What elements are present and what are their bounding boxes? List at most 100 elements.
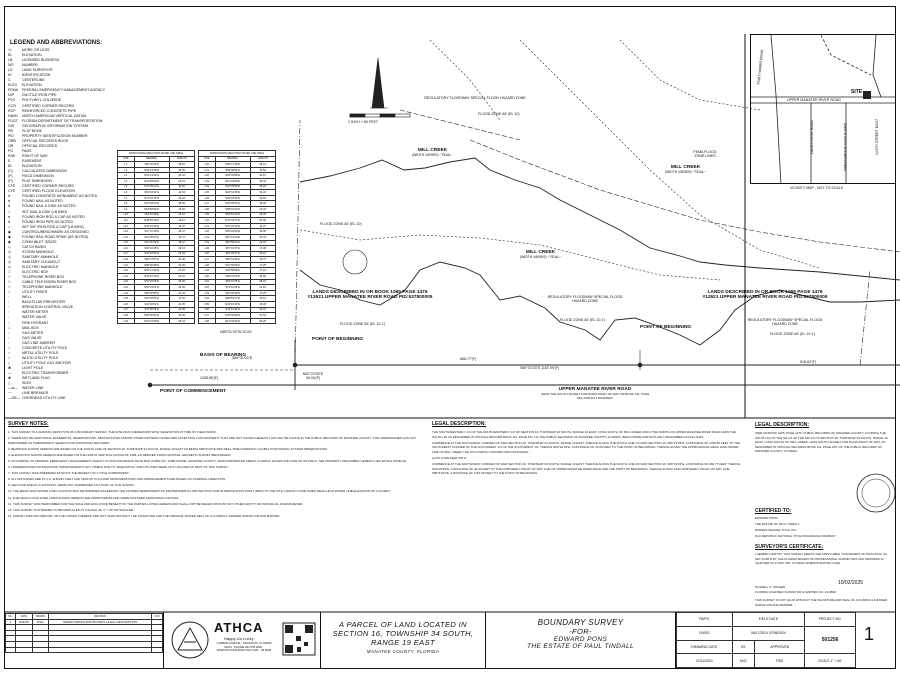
legend-text: CERTIFIED CORNER RECORD	[22, 103, 75, 108]
note-paragraph: 12. THIS SURVEY WAS PERFORMED FOR THE SO…	[8, 501, 304, 506]
floodway-label-2: REGULATORY FLOODWAY SPECIAL FLOOD HAZARD…	[547, 295, 623, 303]
note-paragraph: THE SOUTHWESTERLY 1/4 OF THE SOUTHWESTER…	[432, 430, 736, 439]
survey-notes-title: SURVEY NOTES:	[8, 421, 49, 427]
table-cell: 27.26'	[168, 267, 196, 275]
legend-symbol: ○	[8, 360, 11, 365]
table-cell: 46.39'	[168, 284, 196, 291]
legend-symbol: ●	[8, 194, 11, 199]
legend-symbol: ◦	[8, 295, 10, 300]
mill-creek-label: MILL CREEK(WIDTH VARIES) ~TIDAL~	[412, 148, 454, 157]
legend-text: IDENTIFICATION	[22, 73, 51, 78]
legend-text: CALCULATED DIMENSION	[22, 169, 67, 174]
note-paragraph: 5. ACCORDING TO FEDERAL EMERGENCY MANAGE…	[8, 458, 407, 463]
legend-text: GAS VALVE	[22, 335, 42, 340]
note-paragraph: BARNES WALKER TITLE, INC.	[755, 528, 798, 533]
legend-symbol: ◎	[8, 254, 12, 259]
point-of-beginning-icon	[292, 362, 298, 368]
road-name-label: UPPER MANATEE RIVER ROAD(LESS THE SOUTH …	[540, 387, 650, 400]
table-cell: 17.61'	[168, 295, 196, 302]
table-cell: 20.24'	[249, 306, 277, 314]
legend-symbol: (P)	[8, 179, 13, 184]
legend-text: SANITARY MANHOLE	[22, 254, 59, 259]
legend-item: ◦WATER VALVE	[8, 315, 108, 320]
legend-symbol: ◎	[8, 249, 12, 254]
tree-canopy-icon	[342, 249, 368, 275]
legend-text: FIRE HYDRANT	[22, 320, 49, 325]
legend-symbol: ◦	[8, 335, 10, 340]
legend-symbol: PVC	[8, 98, 16, 103]
note-paragraph: 10. THE MEAN HIGH WATER LINE LOCATION WA…	[8, 489, 391, 494]
table-cell: L29	[117, 317, 135, 325]
flood-zone-label-5: FLOOD ZONE AE (EL 10.1')	[770, 332, 816, 336]
legend-symbol: FEMA	[8, 88, 18, 93]
legend-item: ◦GAS LINE MARKER	[8, 341, 108, 346]
flood-zone-label-3: FLOOD ZONE AE (EL 10.1')	[340, 322, 386, 326]
legend-symbol: GIS	[8, 123, 15, 128]
for-label: -FOR-	[569, 627, 592, 636]
distance-4-label: 1335.85'(F)	[200, 376, 219, 380]
legend-symbol: EL	[8, 53, 13, 58]
legend-symbol: LS	[8, 68, 13, 73]
legend-text: CONTROL/BENCHMARK AS DESIGNED	[22, 229, 89, 234]
flood-zone-label-1: FLOOD ZONE AE (EL 10)	[478, 112, 520, 116]
legend-text: OFFICIAL RECORDS	[22, 143, 58, 148]
legend-text: ELEVATION	[22, 164, 42, 169]
legend-text: STORM MANHOLE	[22, 249, 54, 254]
legend-item: □TELEPHONE MANHOLE	[8, 285, 108, 290]
legend-item: ◎ STORM MANHOLE	[8, 250, 108, 255]
legend-text: CABLE TELEVISION RISER BOX	[22, 280, 77, 285]
legend-symbol: RCP	[8, 108, 16, 113]
legend-item: ◦WELL	[8, 295, 108, 300]
legend-symbol: PID	[8, 133, 14, 138]
legend-text: NUMBER	[22, 63, 38, 68]
legend-symbol: □	[8, 270, 11, 275]
parcel-title-block: A PARCEL OF LAND LOCATED IN SECTION 16, …	[320, 612, 485, 668]
note-paragraph: 14. SURVEY MAP AND REPORT OR THE COPIES …	[8, 513, 281, 518]
legend-symbol: ◦	[8, 320, 10, 325]
legend-text: LIGHT POLE	[22, 365, 44, 370]
mill-creek-line	[299, 157, 900, 281]
note-paragraph: 7. THIS SURVEY WAS PREPARED WITHOUT THE …	[8, 471, 130, 476]
legend-item: ●FOUND CONCRETE MONUMENT AS NOTED	[8, 194, 108, 199]
legend-text: LICENSED BUSINESS	[22, 58, 60, 63]
legend-text: DUCTILE IRON PIPE	[22, 93, 57, 98]
legend-symbol: PB	[8, 128, 13, 133]
legend-symbol: CFE	[8, 184, 16, 189]
legend-item: —w—WATER LINE	[8, 386, 108, 391]
note-paragraph: OLD REPUBLIC NATIONAL TITLE INSURANCE CO…	[755, 534, 836, 539]
legend-symbol: △	[8, 381, 11, 386]
legend-item: (F)FIELD DIMENSION	[8, 174, 108, 179]
legend-symbol: ◦	[8, 310, 10, 315]
table-cell: 32.61'	[249, 295, 277, 302]
legend-item: ◎ELECTRIC MANHOLE	[8, 265, 108, 270]
surveyor-seal-icon	[856, 473, 896, 513]
legend-text: GAS LINE MARKER	[22, 340, 55, 345]
legend-item: ~~LINE BREAKER	[8, 391, 108, 396]
legend-symbol: CFE	[8, 189, 16, 194]
company-name: ATHCA	[214, 620, 264, 635]
legend-text: CENTERLINE	[22, 78, 45, 83]
table-cell: N67°47'29"E	[133, 317, 170, 325]
legend-text: FIELD DIMENSION	[22, 174, 54, 179]
legend-text: ELECTRIC TRANSFORMER	[22, 371, 69, 375]
